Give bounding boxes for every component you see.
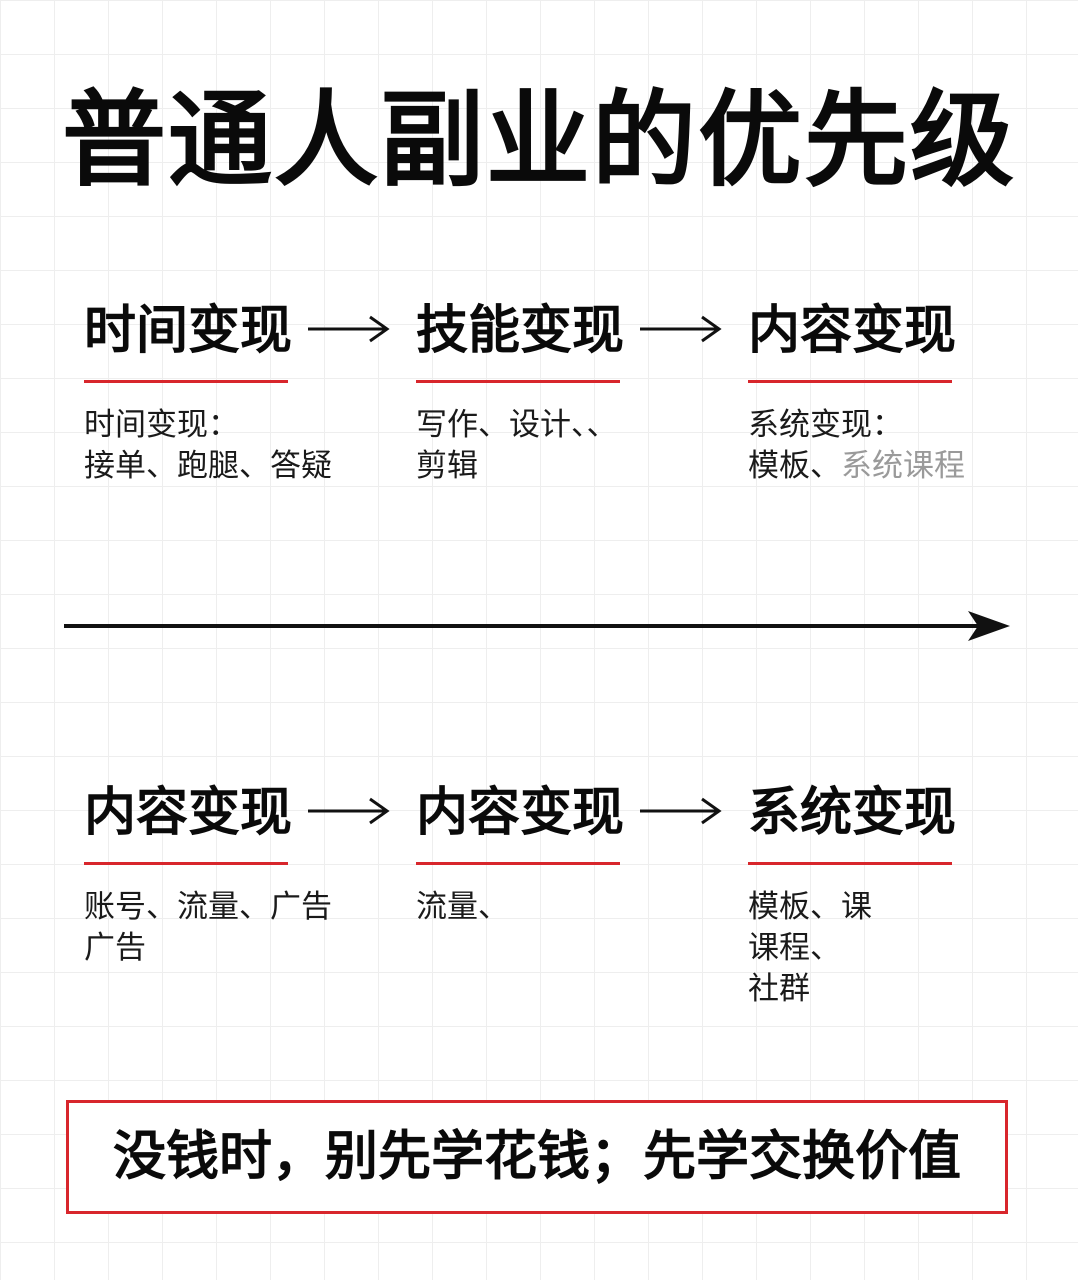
stage-description-line: 写作、设计、、 xyxy=(416,407,618,443)
stage-underline xyxy=(416,862,620,865)
right-arrow-icon xyxy=(308,315,390,343)
slogan-box: 没钱时，别先学花钱；先学交换价值 xyxy=(66,1100,1008,1214)
stage-time-monetization: 时间变现 时间变现： 接单、跑腿、答疑 xyxy=(84,296,384,487)
long-right-arrow-icon xyxy=(64,611,1010,641)
stage-description-line: 广告 xyxy=(84,930,146,966)
stage-description-line: 流量、 xyxy=(416,889,509,925)
stage-description-text: 模板、 xyxy=(748,448,841,484)
stage-description: 写作、设计、、 剪辑 xyxy=(416,405,716,487)
stage-underline xyxy=(84,862,288,865)
right-arrow-icon xyxy=(640,797,722,825)
page-title: 普通人副业的优先级 xyxy=(61,79,1016,201)
stage-description: 模板、课 课程、 社群 xyxy=(748,887,1048,1010)
stage-skill-monetization: 技能变现 写作、设计、、 剪辑 xyxy=(416,296,716,487)
stage-description: 账号、流量、广告 广告 xyxy=(84,887,384,969)
stage-content-monetization-traffic: 内容变现 流量、 xyxy=(416,778,716,928)
stage-description-line: 接单、跑腿、答疑 xyxy=(84,448,332,484)
stage-content-monetization-account: 内容变现 账号、流量、广告 广告 xyxy=(84,778,384,969)
stage-description: 系统变现： 模板、系统课程 xyxy=(748,405,1048,487)
right-arrow-icon xyxy=(308,797,390,825)
stage-description-line: 模板、系统课程 xyxy=(748,446,1048,487)
stage-system-monetization: 系统变现 模板、课 课程、 社群 xyxy=(748,778,1048,1010)
stage-description-line: 社群 xyxy=(748,971,810,1007)
stage-heading: 内容变现 xyxy=(748,301,957,361)
stage-heading: 系统变现 xyxy=(748,783,957,843)
stage-underline xyxy=(84,380,288,383)
stage-description-line: 时间变现： xyxy=(84,407,239,443)
stage-description-line: 系统变现： xyxy=(748,407,903,443)
stage-description: 时间变现： 接单、跑腿、答疑 xyxy=(84,405,384,487)
stage-heading: 时间变现 xyxy=(84,301,293,361)
stage-description-line: 课程、 xyxy=(748,930,841,966)
stage-underline xyxy=(748,862,952,865)
stage-content-monetization: 内容变现 系统变现： 模板、系统课程 xyxy=(748,296,1048,487)
right-arrow-icon xyxy=(640,315,722,343)
stage-description: 流量、 xyxy=(416,887,716,928)
stage-heading: 内容变现 xyxy=(416,783,625,843)
stage-underline xyxy=(748,380,952,383)
stage-underline xyxy=(416,380,620,383)
stage-description-line: 剪辑 xyxy=(416,448,478,484)
stage-description-line: 模板、课 xyxy=(748,889,872,925)
stage-heading: 技能变现 xyxy=(416,301,625,361)
stage-description-line: 账号、流量、广告 xyxy=(84,889,332,925)
stage-heading: 内容变现 xyxy=(84,783,293,843)
slogan-text: 没钱时，别先学花钱；先学交换价值 xyxy=(113,1126,961,1187)
faded-text: 系统课程 xyxy=(841,448,965,484)
